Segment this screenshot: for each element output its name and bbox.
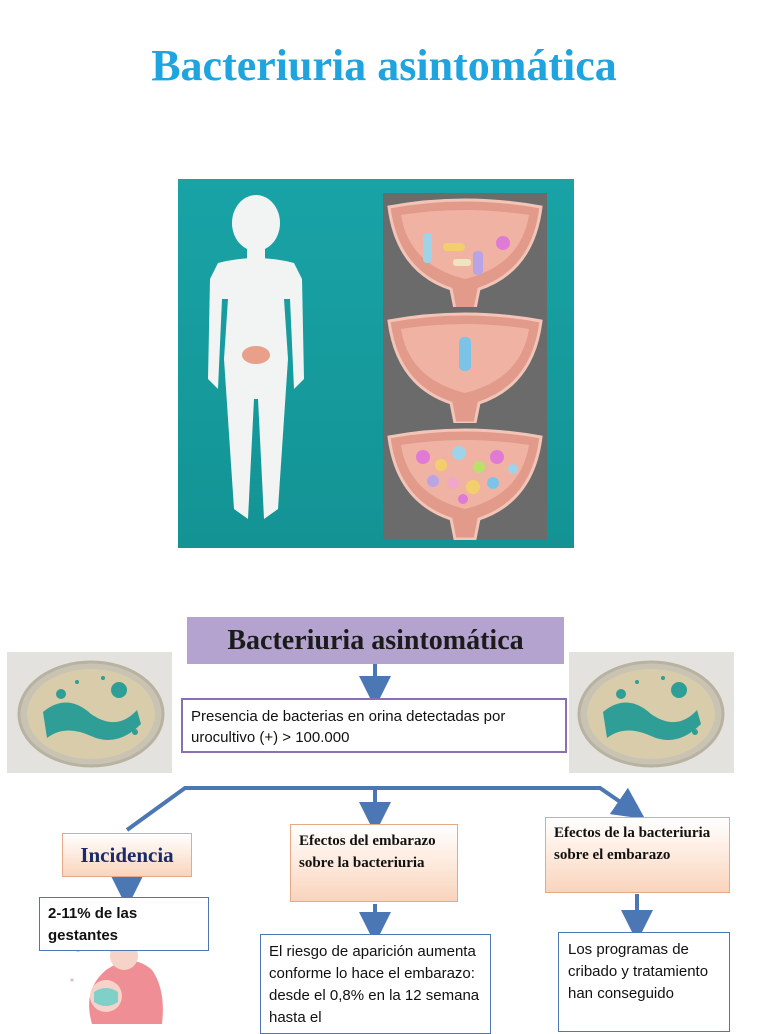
bladder-panel-2 bbox=[383, 307, 547, 425]
bladder-panel-3 bbox=[383, 423, 547, 541]
effects-pregnancy-heading: Efectos del embarazo sobre la bacteriuri… bbox=[290, 824, 458, 902]
page-title: Bacteriuria asintomática bbox=[151, 41, 617, 90]
diagram-title-box: Bacteriuria asintomática bbox=[187, 617, 564, 664]
human-silhouette-icon bbox=[208, 195, 304, 519]
petri-dish-icon bbox=[7, 652, 172, 773]
effects-bacteriuria-box: Los programas de cribado y tratamiento h… bbox=[558, 932, 730, 1032]
bladder-icon bbox=[242, 346, 270, 364]
incidence-heading: Incidencia bbox=[62, 833, 192, 877]
bladder-panel-1 bbox=[383, 193, 547, 311]
bladder-illustration bbox=[178, 179, 574, 548]
petri-dish-icon bbox=[569, 652, 734, 773]
effects-pregnancy-box: El riesgo de aparición aumenta conforme … bbox=[260, 934, 491, 1034]
diagram-connectors bbox=[111, 664, 653, 944]
effects-bacteriuria-heading: Efectos de la bacteriuria sobre el embar… bbox=[545, 817, 730, 893]
definition-box: Presencia de bacterias en orina detectad… bbox=[181, 698, 567, 753]
incidence-box: 2-11% de las gestantes bbox=[39, 897, 209, 951]
